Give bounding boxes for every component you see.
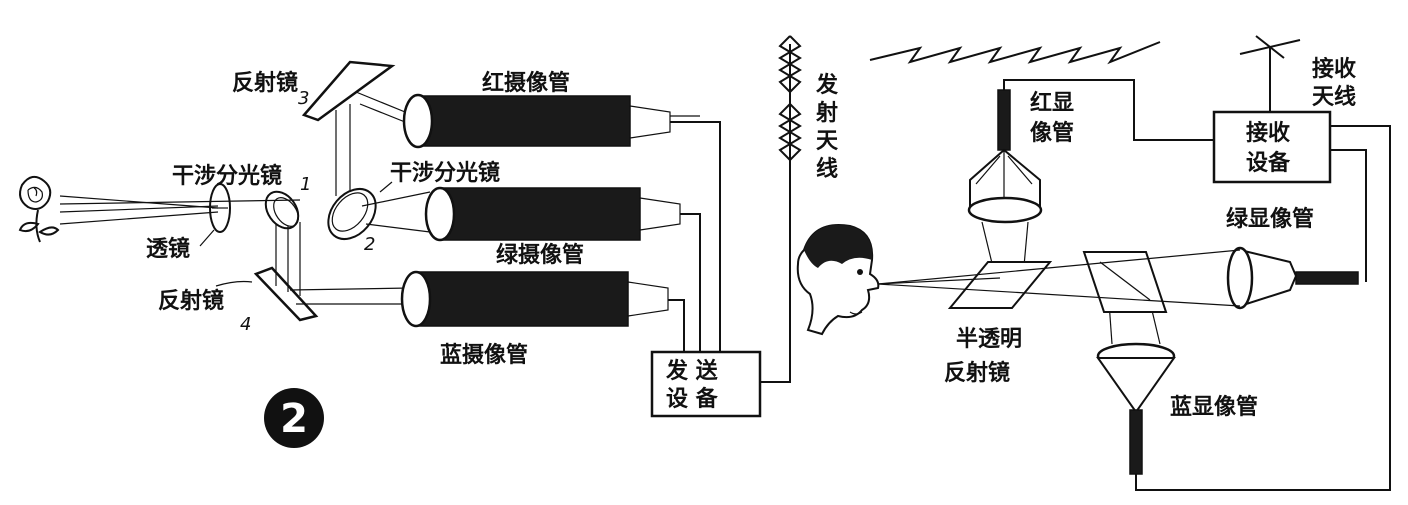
red-camera-tube [402, 93, 700, 149]
label-blue-camera: 蓝摄像管 [440, 342, 528, 368]
label-splitter-2: 干涉分光镜 [390, 160, 500, 186]
input-rays [59, 195, 301, 225]
label-lens: 透镜 [146, 236, 190, 262]
num-4: 4 [240, 314, 251, 335]
receiver-wires [1003, 79, 1391, 491]
receive-equipment-box [1212, 110, 1332, 184]
num-1: 1 [300, 174, 311, 195]
label-tx-1: 发 [815, 72, 839, 98]
viewing-rays [877, 249, 1241, 307]
mirror-3-icon [301, 60, 396, 122]
half-mirror-1-icon [947, 261, 1053, 309]
radio-wave [869, 41, 1161, 65]
viewer-face-icon [796, 224, 880, 336]
green-display-tube [1226, 246, 1359, 310]
label-splitter-1: 干涉分光镜 [172, 163, 282, 189]
label-mirror-3: 反射镜 [232, 70, 298, 96]
label-red-camera: 红摄像管 [482, 70, 570, 96]
blue-camera-tube [400, 270, 669, 328]
label-tx-2: 射 [815, 100, 838, 126]
figure-number-badge [264, 388, 324, 448]
splitter-1-icon [264, 190, 300, 230]
label-receive-2: 设备 [1246, 150, 1291, 176]
rose-icon [18, 175, 60, 243]
num-2: 2 [364, 234, 375, 255]
label-rx-2: 天线 [1312, 84, 1356, 110]
label-tx-4: 线 [816, 156, 838, 182]
lens-icon [209, 183, 231, 233]
label-red-display-1: 红显 [1030, 90, 1074, 116]
splitter-2-icon [327, 187, 377, 241]
label-tx-3: 天 [816, 129, 839, 154]
figure-number: 2 [280, 396, 308, 442]
label-green-display: 绿显像管 [1226, 206, 1314, 232]
half-mirror-2-icon [1082, 251, 1168, 313]
mirror-4-icon [253, 266, 319, 322]
optical-paths [275, 91, 431, 305]
label-send-2: 设 备 [666, 386, 719, 412]
label-send-1: 发 送 [665, 358, 718, 384]
tx-antenna-icon [778, 35, 802, 161]
label-rx-1: 接收 [1312, 56, 1356, 82]
green-camera-tube [424, 186, 681, 242]
camera-wires [668, 44, 791, 383]
send-equipment-box [650, 350, 762, 418]
label-half-mirror-2: 反射镜 [944, 360, 1010, 386]
label-receive-1: 接收 [1246, 120, 1290, 146]
label-half-mirror-1: 半透明 [956, 327, 1022, 352]
label-blue-display: 蓝显像管 [1170, 394, 1258, 420]
red-display-tube [967, 89, 1043, 224]
blue-display-tube [1096, 342, 1176, 475]
rx-antenna-icon [1239, 35, 1301, 112]
label-red-display-2: 像管 [1030, 120, 1074, 146]
label-mirror-4: 反射镜 [158, 288, 224, 314]
num-3: 3 [298, 88, 309, 109]
label-green-camera: 绿摄像管 [496, 242, 584, 268]
